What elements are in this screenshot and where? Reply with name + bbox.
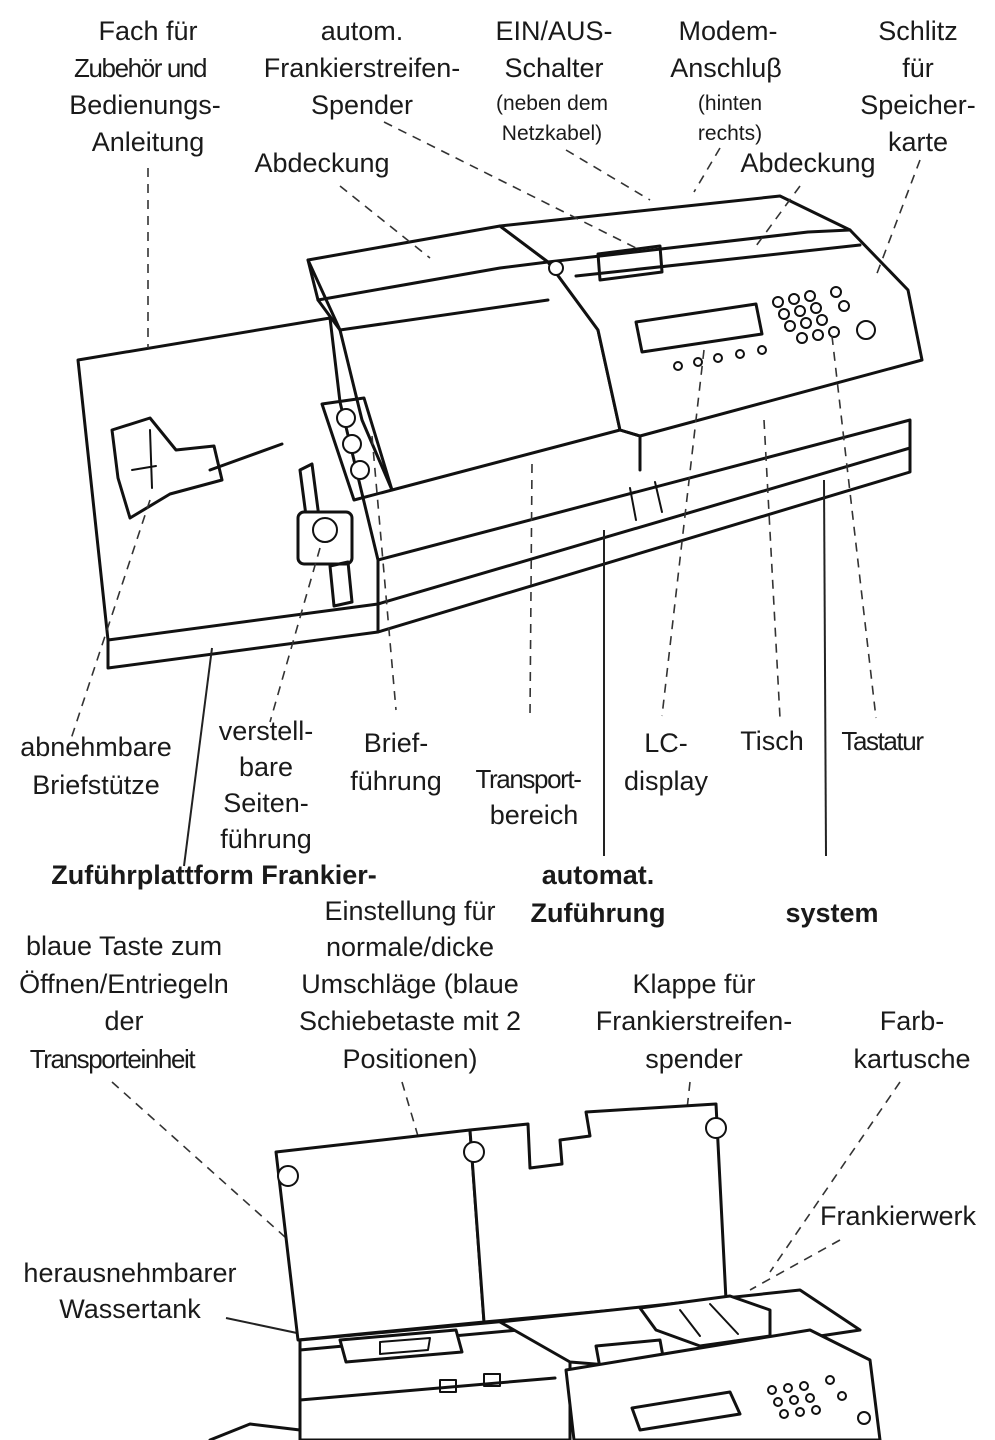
svg-text:Briefstütze: Briefstütze [32,770,160,800]
svg-text:(hinten: (hinten [698,92,762,115]
label-modem-anschluss: Modem- Anschluβ (hinten rechts) [670,16,782,145]
label-blaue-taste: blaue Taste zum Öffnen/Entriegeln der Tr… [19,931,229,1074]
label-abdeckung-right: Abdeckung [740,148,875,178]
label-fach-zubehoer: Fach für Zubehör und Bedienungs- Anleitu… [69,16,221,157]
svg-text:Netzkabel): Netzkabel) [502,122,602,145]
label-frankierstreifen-spender: autom. Frankierstreifen- Spender [264,16,461,120]
label-briefstuetze: abnehmbare Briefstütze [20,732,172,800]
label-system: system [785,898,878,928]
svg-text:abnehmbare: abnehmbare [20,732,172,762]
svg-text:bereich: bereich [490,800,579,830]
svg-text:(neben dem: (neben dem [496,92,608,115]
svg-text:Anschluβ: Anschluβ [670,53,782,83]
leader-lines-top [69,121,921,867]
svg-text:Spender: Spender [311,90,413,120]
svg-text:Klappe für: Klappe für [632,969,755,999]
svg-text:Transport-: Transport- [476,764,582,794]
svg-text:verstell-: verstell- [219,716,314,746]
label-zufuehrplattform-frankier: Zuführplattform Frankier- [51,860,377,890]
svg-text:Frankierstreifen-: Frankierstreifen- [264,53,461,83]
label-farbkartusche: Farb- kartusche [853,1006,970,1074]
label-abdeckung-left: Abdeckung [254,148,389,178]
label-lc-display: LC- display [624,728,709,796]
label-automat-zufuehrung: automat. Zuführung [531,860,666,928]
svg-text:LC-: LC- [644,728,688,758]
svg-text:Einstellung für: Einstellung für [324,896,495,926]
svg-text:Bedienungs-: Bedienungs- [69,90,221,120]
label-tisch: Tisch [740,726,804,756]
svg-text:spender: spender [645,1044,743,1074]
label-brieffuehrung: Brief- führung [350,728,442,796]
svg-text:EIN/AUS-: EIN/AUS- [495,16,612,46]
svg-text:Zuführung: Zuführung [531,898,666,928]
svg-text:der: der [104,1006,143,1036]
svg-text:Zubehör und: Zubehör und [74,53,206,83]
label-wassertank: herausnehmbarer Wassertank [23,1258,236,1324]
svg-text:Schiebetaste mit 2: Schiebetaste mit 2 [299,1006,521,1036]
label-seitenfuehrung: verstell- bare Seiten- führung [219,716,314,854]
svg-text:normale/dicke: normale/dicke [326,932,494,962]
svg-text:autom.: autom. [321,16,404,46]
svg-text:Transporteinheit: Transporteinheit [30,1044,197,1074]
label-klappe-spender: Klappe für Frankierstreifen- spender [596,969,793,1074]
svg-text:blaue Taste zum: blaue Taste zum [26,931,222,961]
svg-text:rechts): rechts) [698,122,762,145]
svg-text:Frankierstreifen-: Frankierstreifen- [596,1006,793,1036]
label-transportbereich: Transport- bereich [476,764,583,830]
svg-text:Seiten-: Seiten- [223,788,309,818]
svg-text:Brief-: Brief- [364,728,429,758]
svg-text:Modem-: Modem- [678,16,777,46]
label-ein-aus-schalter: EIN/AUS- Schalter (neben dem Netzkabel) [495,16,612,145]
svg-text:für: für [902,53,934,83]
svg-text:Umschläge (blaue: Umschläge (blaue [301,969,519,999]
label-tastatur: Tastatur [841,726,924,756]
svg-text:herausnehmbarer: herausnehmbarer [23,1258,236,1288]
svg-text:display: display [624,766,709,796]
svg-text:bare: bare [239,752,293,782]
svg-text:Farb-: Farb- [880,1006,945,1036]
svg-text:führung: führung [220,824,312,854]
svg-text:Wassertank: Wassertank [59,1294,201,1324]
svg-text:Fach für: Fach für [98,16,197,46]
svg-text:Schlitz: Schlitz [878,16,958,46]
svg-text:Positionen): Positionen) [342,1044,477,1074]
svg-text:Anleitung: Anleitung [92,127,205,157]
svg-text:Schalter: Schalter [504,53,603,83]
machine-top-drawing [76,194,924,670]
svg-text:automat.: automat. [542,860,655,890]
svg-text:Öffnen/Entriegeln: Öffnen/Entriegeln [19,969,229,999]
machine-open-drawing [208,1102,882,1440]
svg-text:Speicher-: Speicher- [860,90,976,120]
svg-text:führung: führung [350,766,442,796]
label-einstellung-umschlaege: Einstellung für normale/dicke Umschläge … [299,896,521,1074]
svg-text:karte: karte [888,127,948,157]
label-schlitz-speicherkarte: Schlitz für Speicher- karte [860,16,976,157]
label-frankierwerk: Frankierwerk [820,1201,977,1231]
svg-text:kartusche: kartusche [853,1044,970,1074]
